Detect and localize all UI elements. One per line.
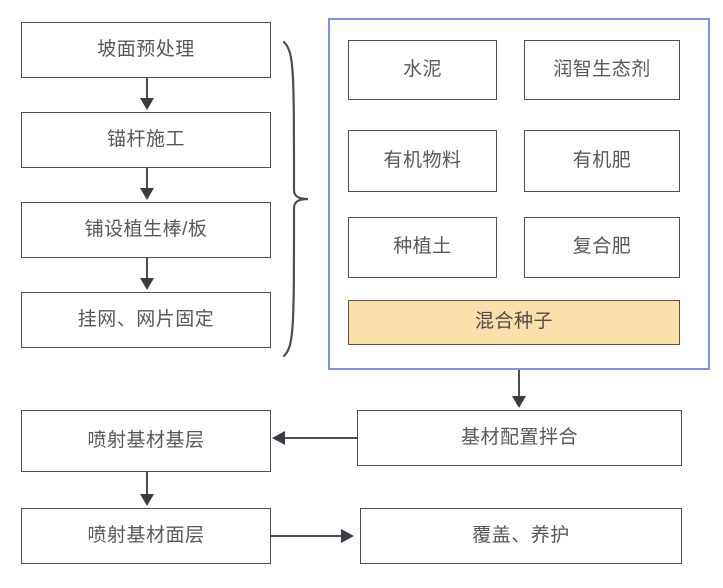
- node-step-spray-surface[interactable]: 喷射基材面层: [21, 508, 271, 564]
- connector-spraybase-spraysurface-line: [146, 472, 148, 496]
- node-step-spray-surface-label: 喷射基材面层: [87, 524, 205, 546]
- node-step-3[interactable]: 铺设植生棒/板: [21, 202, 271, 258]
- node-material-mixed-seeds[interactable]: 混合种子: [348, 300, 680, 345]
- connector-mix-spraybase-line: [285, 437, 357, 439]
- connector-step2-step3-line: [146, 168, 148, 190]
- node-step-spray-base[interactable]: 喷射基材基层: [21, 410, 271, 472]
- node-material-organic-matter[interactable]: 有机物料: [348, 130, 497, 192]
- connector-step1-step2-line: [146, 78, 148, 100]
- connector-spraysurface-cover-arrowhead: [341, 529, 354, 543]
- node-material-planting-soil[interactable]: 种植土: [348, 217, 497, 278]
- node-step-2[interactable]: 锚杆施工: [21, 112, 271, 168]
- materials-panel: [328, 18, 710, 370]
- node-step-mix[interactable]: 基材配置拌合: [357, 410, 682, 466]
- connector-spraysurface-cover-line: [271, 535, 343, 537]
- node-material-compound-fertilizer-label: 复合肥: [572, 236, 632, 258]
- node-material-runzhi-eco-agent[interactable]: 润智生态剂: [524, 40, 680, 100]
- node-material-cement-label: 水泥: [402, 58, 442, 80]
- connector-step1-step2-arrowhead: [140, 98, 154, 110]
- node-material-compound-fertilizer[interactable]: 复合肥: [524, 217, 680, 278]
- connector-spraybase-spraysurface-arrowhead: [140, 494, 154, 506]
- connector-panel-mix-line: [518, 370, 520, 398]
- node-step-3-label: 铺设植生棒/板: [84, 218, 208, 240]
- connector-mix-spraybase-arrowhead: [272, 431, 285, 445]
- node-step-1[interactable]: 坡面预处理: [21, 22, 271, 78]
- connector-step2-step3-arrowhead: [140, 188, 154, 200]
- node-step-mix-label: 基材配置拌合: [460, 426, 578, 448]
- grouping-brace-icon: [282, 40, 309, 358]
- node-step-4[interactable]: 挂网、网片固定: [21, 292, 271, 348]
- connector-panel-mix-arrowhead: [512, 396, 526, 408]
- node-material-organic-fertilizer-label: 有机肥: [572, 149, 632, 171]
- node-material-organic-matter-label: 有机物料: [383, 149, 462, 171]
- node-step-cover-maintain[interactable]: 覆盖、养护: [360, 508, 682, 564]
- node-step-4-label: 挂网、网片固定: [77, 308, 215, 330]
- node-material-cement[interactable]: 水泥: [348, 40, 497, 100]
- node-step-cover-maintain-label: 覆盖、养护: [472, 524, 570, 546]
- node-material-runzhi-eco-agent-label: 润智生态剂: [553, 58, 651, 80]
- connector-step3-step4-line: [146, 258, 148, 280]
- connector-step3-step4-arrowhead: [140, 278, 154, 290]
- node-material-planting-soil-label: 种植土: [393, 236, 452, 258]
- node-step-1-label: 坡面预处理: [97, 38, 195, 60]
- node-material-mixed-seeds-label: 混合种子: [474, 311, 553, 333]
- node-step-2-label: 锚杆施工: [106, 128, 185, 150]
- node-step-spray-base-label: 喷射基材基层: [87, 429, 205, 451]
- node-material-organic-fertilizer[interactable]: 有机肥: [524, 130, 680, 192]
